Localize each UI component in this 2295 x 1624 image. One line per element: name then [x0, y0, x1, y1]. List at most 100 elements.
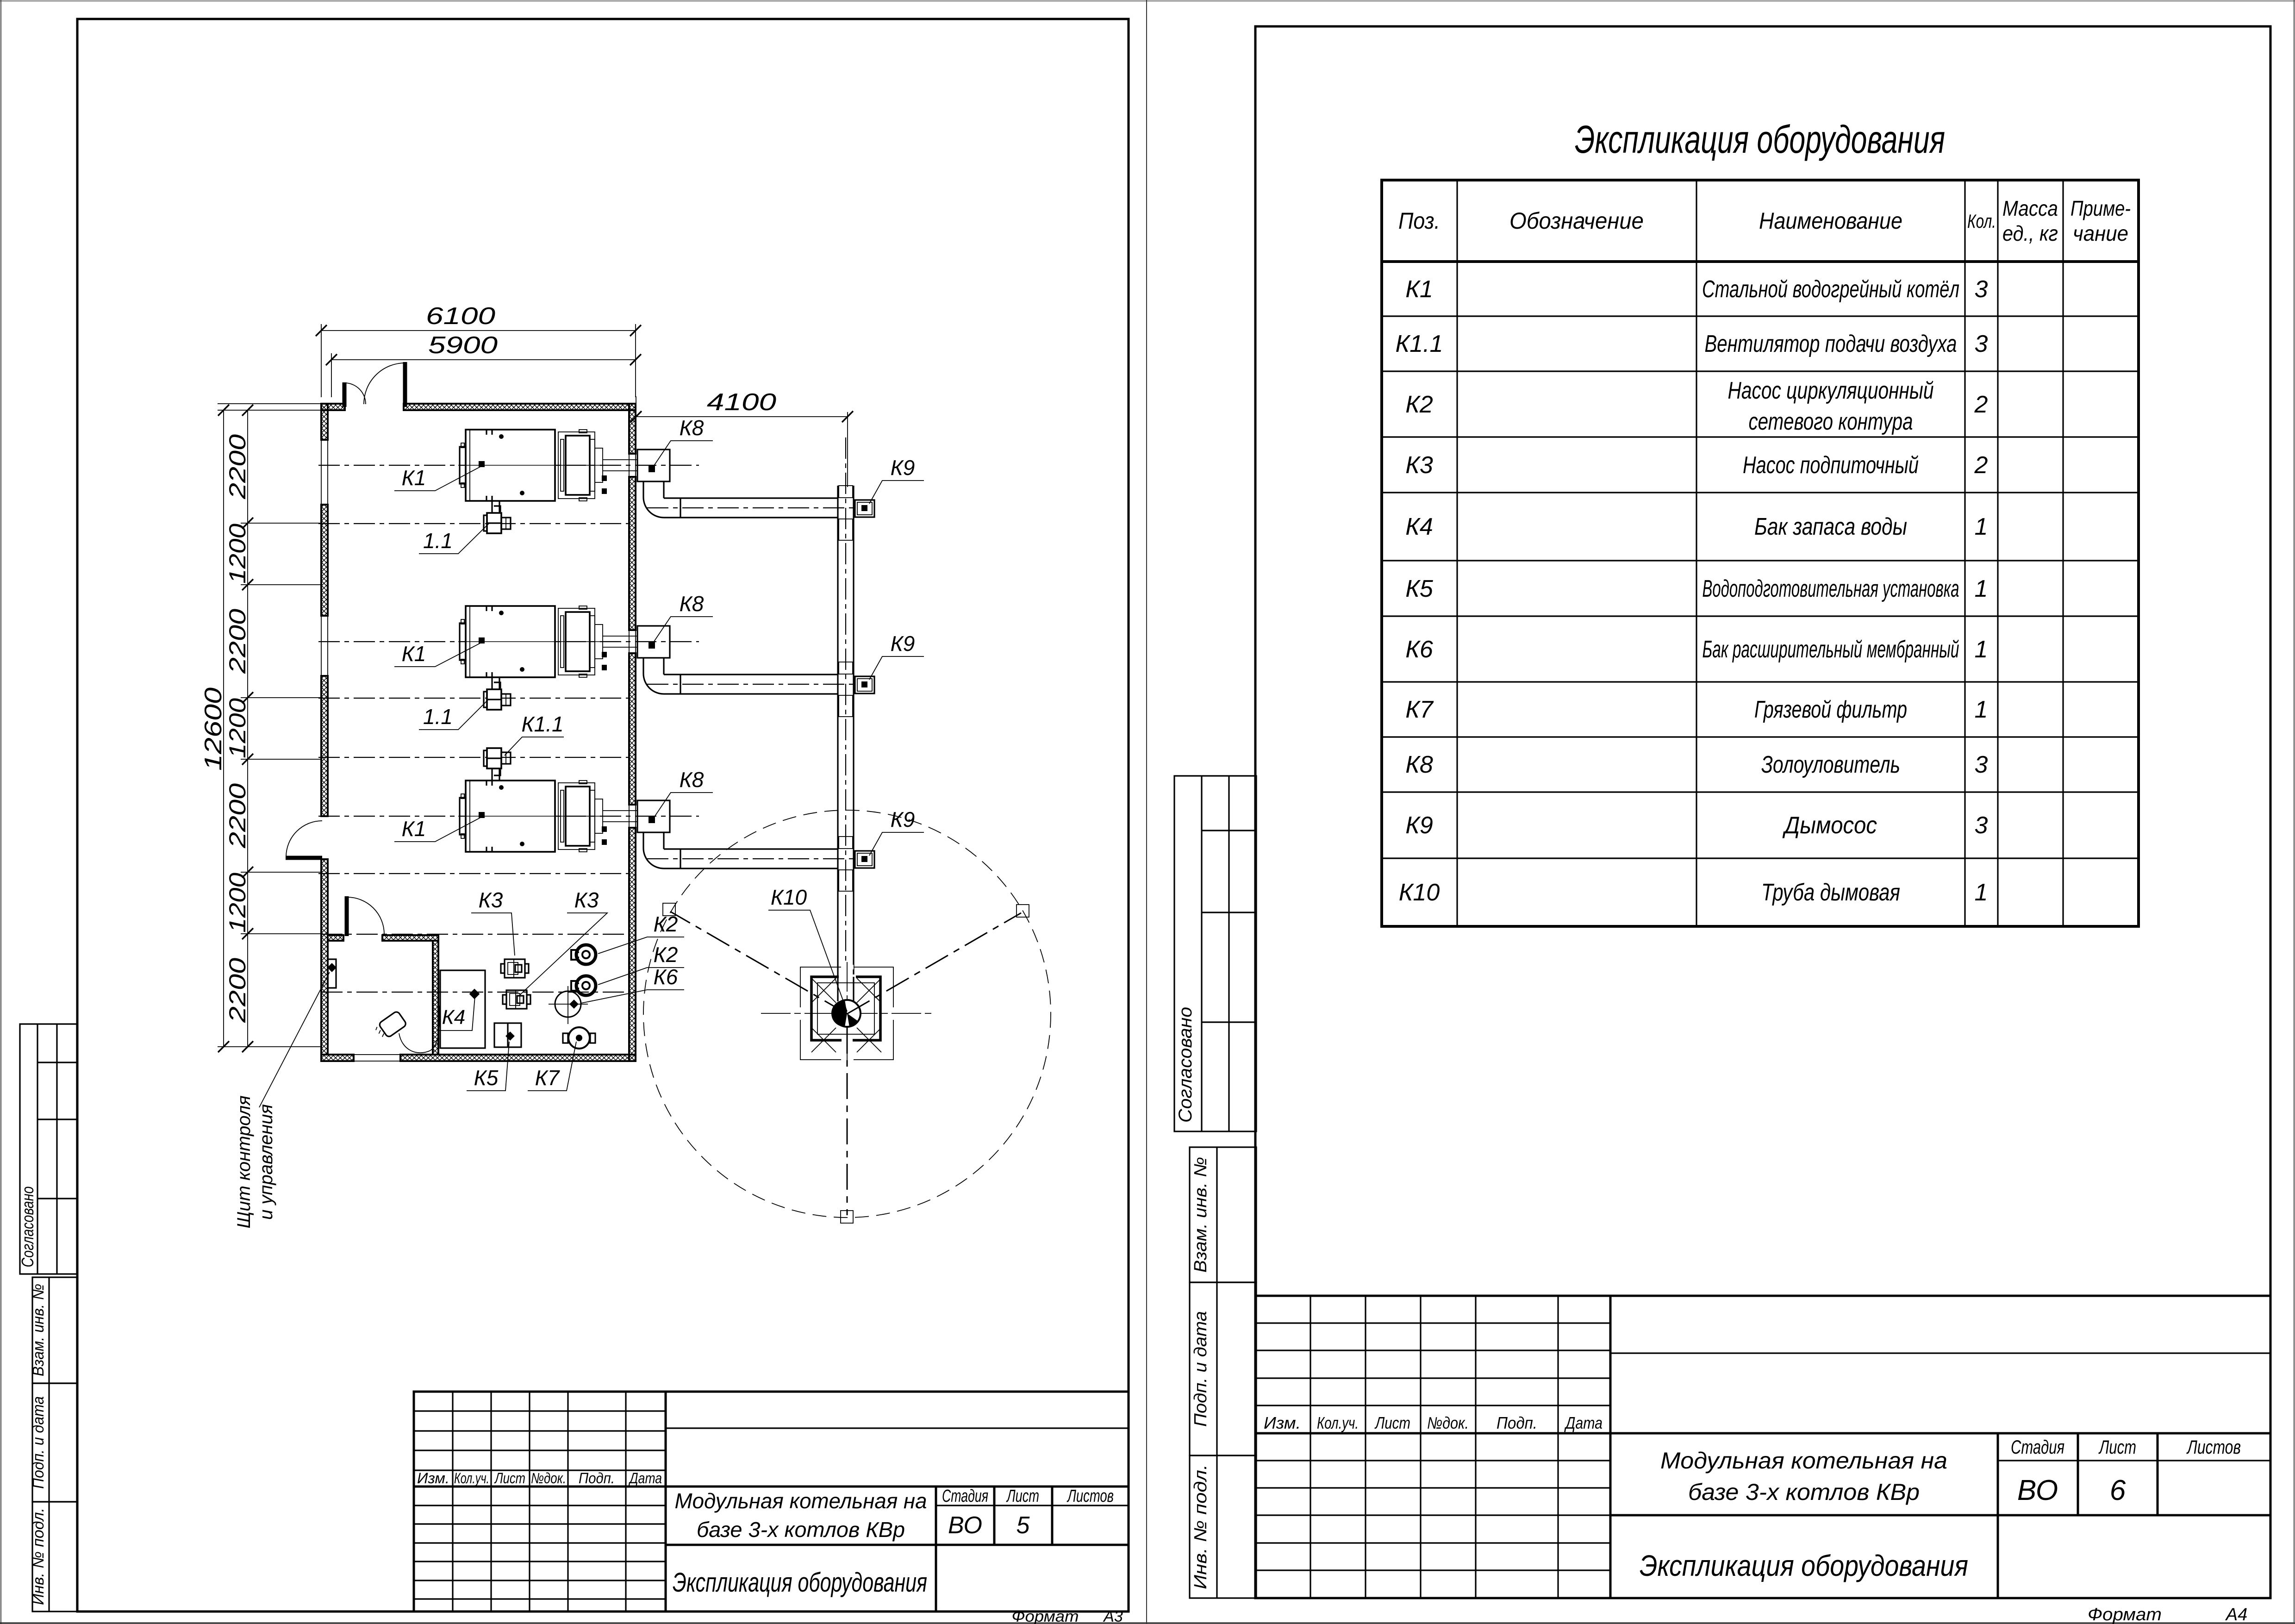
svg-text:базе 3-х котлов КВр: базе 3-х котлов КВр [697, 1518, 905, 1542]
svg-text:Наименование: Наименование [1759, 208, 1902, 234]
svg-text:1: 1 [1975, 513, 1988, 540]
svg-text:К8: К8 [1405, 751, 1433, 778]
svg-text:6: 6 [2110, 1474, 2126, 1506]
svg-text:К1.1: К1.1 [1396, 331, 1443, 357]
svg-text:Подп.: Подп. [1497, 1413, 1537, 1432]
svg-text:К2: К2 [654, 943, 678, 967]
svg-text:К1: К1 [402, 466, 426, 490]
svg-text:Лист: Лист [2098, 1436, 2136, 1458]
svg-text:4100: 4100 [707, 389, 776, 416]
svg-text:2: 2 [1974, 452, 1988, 479]
svg-text:Подп. и дата: Подп. и дата [1191, 1311, 1210, 1427]
svg-text:Обозначение: Обозначение [1509, 208, 1644, 234]
svg-text:К10: К10 [771, 885, 807, 909]
svg-text:Взам. инв. №: Взам. инв. № [30, 1284, 47, 1376]
svg-text:Вентилятор подачи воздуха: Вентилятор подачи воздуха [1705, 331, 1957, 357]
svg-text:Грязевой фильтр: Грязевой фильтр [1754, 696, 1907, 723]
svg-text:К9: К9 [891, 631, 915, 656]
svg-text:12600: 12600 [200, 687, 227, 771]
svg-text:Лист: Лист [1374, 1413, 1410, 1432]
svg-text:1.1: 1.1 [423, 705, 453, 729]
svg-text:Экспликация оборудования: Экспликация оборудования [1575, 118, 1945, 161]
svg-text:Листов: Листов [1066, 1487, 1114, 1506]
svg-text:К2: К2 [654, 912, 678, 936]
svg-text:Взам. инв. №: Взам. инв. № [1191, 1157, 1210, 1273]
svg-text:Подп. и дата: Подп. и дата [30, 1396, 47, 1489]
svg-text:К3: К3 [479, 888, 503, 912]
svg-text:5: 5 [1017, 1512, 1030, 1539]
svg-text:Бак запаса воды: Бак запаса воды [1754, 513, 1907, 540]
svg-text:К1: К1 [402, 817, 426, 841]
svg-text:К3: К3 [574, 888, 599, 912]
svg-text:3: 3 [1975, 331, 1988, 357]
svg-text:Формат: Формат [1012, 1608, 1079, 1624]
svg-text:Согласовано: Согласовано [18, 1187, 37, 1268]
svg-text:1200: 1200 [225, 873, 250, 933]
svg-text:К9: К9 [891, 456, 915, 480]
svg-text:Подп.: Подп. [579, 1470, 615, 1487]
svg-text:К9: К9 [891, 807, 915, 831]
svg-text:Стадия: Стадия [942, 1487, 988, 1506]
svg-text:2200: 2200 [225, 783, 250, 849]
svg-text:1: 1 [1975, 575, 1988, 602]
svg-text:К1: К1 [1405, 276, 1433, 303]
svg-text:Листов: Листов [2186, 1436, 2241, 1458]
svg-text:К4: К4 [442, 1006, 465, 1029]
svg-text:базе 3-х котлов КВр: базе 3-х котлов КВр [1688, 1479, 1920, 1505]
svg-text:1200: 1200 [225, 524, 250, 584]
svg-text:Труба дымовая: Труба дымовая [1761, 879, 1900, 906]
svg-text:К6: К6 [654, 965, 678, 989]
svg-text:Кол.уч.: Кол.уч. [1317, 1413, 1359, 1432]
svg-text:Модульная котельная на: Модульная котельная на [1660, 1448, 1947, 1474]
svg-text:К1.1: К1.1 [521, 712, 563, 736]
svg-text:Изм.: Изм. [1264, 1413, 1301, 1432]
svg-text:Стальной водогрейный котёл: Стальной водогрейный котёл [1702, 276, 1959, 303]
svg-text:2: 2 [1974, 391, 1988, 418]
svg-text:ВО: ВО [2017, 1474, 2058, 1506]
svg-text:К10: К10 [1399, 879, 1440, 906]
svg-text:№док.: №док. [1427, 1413, 1469, 1432]
svg-text:1: 1 [1975, 696, 1988, 723]
svg-text:3: 3 [1975, 812, 1988, 839]
svg-text:К7: К7 [535, 1066, 560, 1090]
svg-text:Водоподготовительная установка: Водоподготовительная установка [1703, 575, 1959, 602]
svg-text:чание: чание [2073, 221, 2128, 245]
svg-text:К9: К9 [1405, 812, 1433, 839]
svg-text:2200: 2200 [225, 434, 250, 500]
svg-text:Экспликация оборудования: Экспликация оборудования [673, 1568, 927, 1598]
svg-text:К5: К5 [1405, 575, 1434, 602]
svg-text:Согласовано: Согласовано [1175, 1007, 1196, 1123]
svg-text:Насос подпиточный: Насос подпиточный [1743, 452, 1919, 479]
svg-text:Кол.уч.: Кол.уч. [454, 1470, 489, 1487]
svg-text:Бак расширительный мембранный: Бак расширительный мембранный [1703, 636, 1959, 663]
svg-text:Изм.: Изм. [417, 1470, 449, 1487]
svg-text:Экспликация оборудования: Экспликация оборудования [1640, 1549, 1968, 1582]
svg-text:Щит контроля: Щит контроля [234, 1095, 254, 1228]
svg-text:Лист: Лист [1006, 1487, 1039, 1506]
svg-text:1: 1 [1975, 879, 1988, 906]
svg-text:Формат: Формат [2088, 1605, 2162, 1624]
svg-text:К8: К8 [680, 768, 704, 792]
svg-text:ед., кг: ед., кг [2002, 221, 2058, 245]
svg-text:сетевого контура: сетевого контура [1749, 408, 1913, 435]
svg-text:ВО: ВО [948, 1512, 982, 1539]
svg-text:А3: А3 [1103, 1608, 1123, 1624]
svg-text:Насос циркуляционный: Насос циркуляционный [1728, 377, 1934, 404]
svg-text:5900: 5900 [428, 332, 498, 359]
svg-text:3: 3 [1975, 276, 1988, 303]
svg-text:Модульная котельная на: Модульная котельная на [675, 1489, 927, 1513]
svg-text:Стадия: Стадия [2011, 1436, 2064, 1458]
svg-text:К7: К7 [1405, 696, 1434, 723]
svg-text:№док.: №док. [531, 1470, 566, 1487]
svg-text:Приме-: Приме- [2070, 196, 2131, 220]
svg-text:Масса: Масса [2002, 196, 2058, 220]
svg-text:К5: К5 [474, 1066, 499, 1090]
svg-text:Золоуловитель: Золоуловитель [1761, 751, 1900, 778]
svg-text:К4: К4 [1405, 513, 1433, 540]
svg-text:К1: К1 [402, 642, 426, 666]
svg-text:1.1: 1.1 [423, 529, 453, 553]
svg-text:Дата: Дата [629, 1470, 662, 1487]
svg-text:2200: 2200 [225, 958, 250, 1023]
svg-text:Лист: Лист [494, 1470, 525, 1487]
svg-text:Инв. № подл.: Инв. № подл. [1191, 1464, 1210, 1589]
